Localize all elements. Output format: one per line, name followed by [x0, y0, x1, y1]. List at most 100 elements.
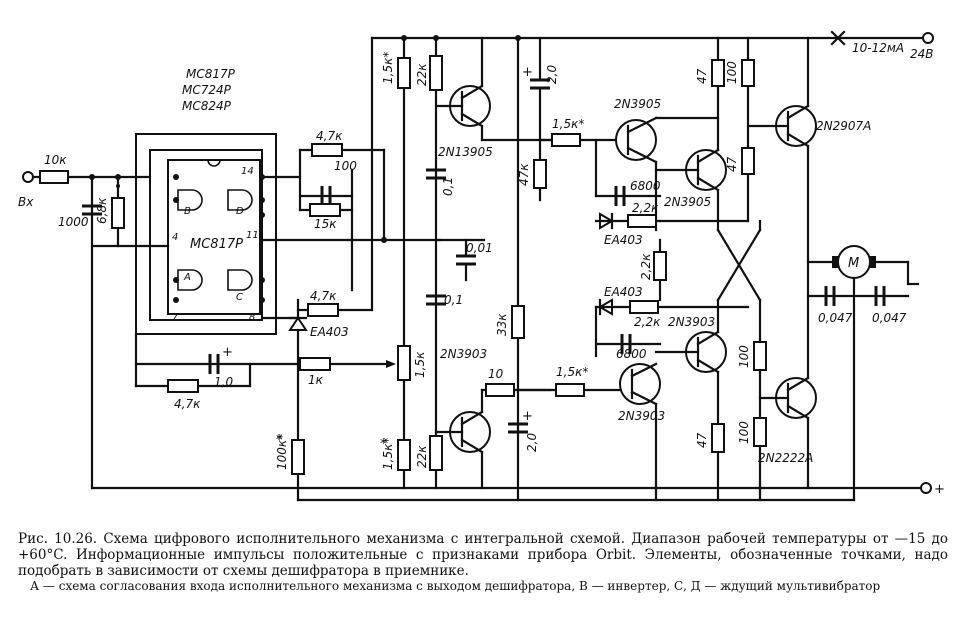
resistor-4k7-mid — [307, 303, 339, 317]
svg-text:47: 47 — [695, 432, 709, 448]
ic-type-1: MC817P — [186, 67, 236, 81]
ic-label: MC817P — [190, 237, 243, 252]
svg-text:100: 100 — [737, 421, 751, 444]
svg-text:6,8к: 6,8к — [95, 197, 109, 224]
ground-terminal[interactable] — [920, 482, 932, 494]
resistor-100k — [291, 439, 305, 475]
terminals: 10-12мА 24В + — [830, 30, 945, 497]
svg-text:2N3903: 2N3903 — [440, 347, 487, 361]
svg-text:М: М — [848, 256, 859, 271]
resistor-1k5-bottom — [397, 439, 411, 471]
supply-current-label: 10-12мА — [852, 41, 904, 55]
caption-legend: А — схема согласования входа исполнитель… — [30, 579, 881, 593]
ic-feedback-network: 4,7к 100 15к 4,7к ЕА403 100к* * + 1,0 4,… — [134, 129, 442, 502]
svg-text:22к: 22к — [415, 445, 429, 468]
svg-text:2N3905: 2N3905 — [614, 97, 661, 111]
svg-text:B: B — [184, 206, 191, 217]
resistor-1k5-upper — [551, 133, 581, 147]
gate-a-top — [227, 189, 253, 211]
svg-text:2N3905: 2N3905 — [664, 195, 711, 209]
resistor-47-b — [741, 147, 755, 175]
resistor-1k5-pot — [397, 345, 411, 381]
svg-text:10: 10 — [488, 367, 504, 381]
svg-text:2N13905: 2N13905 — [438, 145, 493, 159]
ic-type-2: MC724P — [182, 83, 232, 97]
multivibrator: 2N3905 2N3905 6800 2,2к ЕА403 2,2к ЕА403… — [594, 36, 767, 502]
ic-type-3: MC824P — [182, 99, 232, 113]
svg-text:ЕА403: ЕА403 — [604, 233, 643, 247]
resistor-2k2-top — [627, 214, 657, 228]
diode-ea403-ic — [288, 316, 308, 331]
svg-text:0,047: 0,047 — [872, 311, 907, 325]
svg-text:ЕА403: ЕА403 — [310, 325, 349, 339]
resistor-1k — [299, 357, 331, 371]
resistor-100-a — [741, 59, 755, 87]
svg-text:A: A — [183, 272, 191, 283]
gate-c — [227, 269, 253, 291]
resistor-1k5-lower — [555, 383, 585, 397]
svg-text:2N3903: 2N3903 — [618, 409, 665, 423]
svg-text:11: 11 — [246, 230, 259, 241]
transistor-2n3905-a — [615, 119, 657, 161]
svg-text:2,2к: 2,2к — [634, 315, 661, 329]
svg-text:1000: 1000 — [58, 215, 89, 229]
resistor-22k-bottom — [429, 435, 443, 471]
resistor-15k — [309, 203, 341, 217]
svg-text:1,5к*: 1,5к* — [381, 438, 395, 470]
svg-text:2,0: 2,0 — [525, 433, 539, 452]
resistor-47-c — [711, 423, 725, 453]
svg-text:100: 100 — [737, 345, 751, 368]
svg-text:6800: 6800 — [616, 347, 647, 361]
svg-text:2N2907А: 2N2907А — [816, 119, 871, 133]
svg-text:47к: 47к — [517, 163, 531, 186]
supply-terminal[interactable] — [922, 32, 934, 44]
svg-text:33к: 33к — [495, 313, 509, 336]
resistor-22k-top — [429, 55, 443, 91]
svg-text:10к: 10к — [44, 153, 67, 167]
resistor-4k7-bottom — [167, 379, 199, 393]
svg-text:C: C — [236, 292, 243, 303]
transistor-2n3903-a — [619, 363, 661, 405]
resistor-100-b — [753, 341, 767, 371]
svg-text:100к*: 100к* — [275, 434, 289, 470]
svg-text:ЕА403: ЕА403 — [604, 285, 643, 299]
svg-text:22к: 22к — [415, 63, 429, 86]
resistor-1k5-top — [397, 57, 411, 89]
svg-text:1,5к: 1,5к — [413, 351, 427, 378]
svg-text:1,5к*: 1,5к* — [381, 52, 395, 84]
resistor-33k — [511, 305, 525, 339]
svg-text:+: + — [522, 409, 533, 424]
resistor-6k8 — [111, 197, 125, 229]
gate-a — [177, 269, 203, 291]
ic-block: MC817P MC724P MC824P MC817P 14 4 11 7 8 … — [135, 67, 277, 335]
svg-text:14: 14 — [241, 166, 254, 177]
svg-text:0,1: 0,1 — [441, 177, 455, 196]
svg-text:7: 7 — [172, 312, 179, 323]
svg-text:47: 47 — [725, 156, 739, 172]
svg-text:4: 4 — [172, 232, 178, 243]
svg-text:2N2222А: 2N2222А — [758, 451, 813, 465]
svg-text:D: D — [236, 206, 244, 217]
svg-text:47: 47 — [695, 68, 709, 84]
svg-text:4,7к: 4,7к — [174, 397, 201, 411]
resistor-10k — [39, 170, 69, 184]
svg-text:6800: 6800 — [630, 179, 661, 193]
plus-terminal-label: + — [934, 482, 945, 497]
figure-caption: Рис. 10.26. Схема цифрового исполнительн… — [18, 531, 948, 593]
svg-text:2,0: 2,0 — [545, 65, 559, 84]
svg-text:1,5к*: 1,5к* — [552, 117, 584, 131]
svg-text:1к: 1к — [308, 373, 324, 387]
svg-text:*: * — [380, 437, 387, 452]
coupling-section: + 2,0 47к 33к + 2,0 1,5к* 1,5к* — [495, 35, 642, 502]
resistor-47k — [533, 159, 547, 189]
resistor-47-a — [711, 59, 725, 87]
svg-text:15к: 15к — [314, 217, 337, 231]
inverter-stage: 1,5к* 1,5к 1,5к* * 22к 0,1 0,01 0,1 22к … — [380, 35, 552, 490]
svg-text:0,047: 0,047 — [818, 311, 853, 325]
svg-text:*: * — [276, 433, 283, 448]
svg-text:1,5к*: 1,5к* — [556, 365, 588, 379]
input-terminal[interactable] — [22, 171, 34, 183]
input-section: Вх 10к 1000 6,8к — [18, 153, 170, 490]
resistor-2k2-mid — [653, 251, 667, 281]
svg-text:2,2к: 2,2к — [632, 201, 659, 215]
